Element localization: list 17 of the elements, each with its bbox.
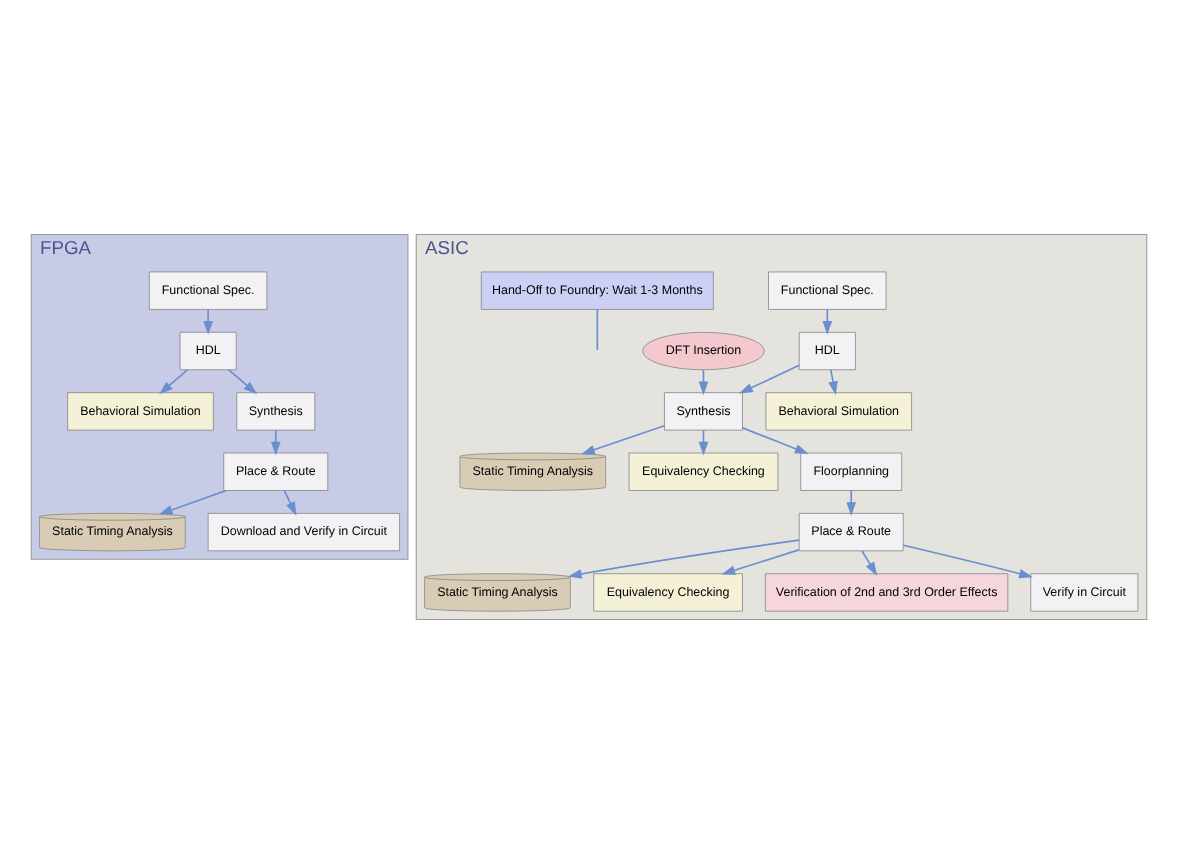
arrow (721, 549, 800, 575)
connector (596, 308, 599, 351)
arrow (159, 369, 189, 395)
arrow (203, 308, 213, 335)
arrow (861, 550, 878, 576)
arrow (581, 424, 666, 455)
arrow (227, 369, 258, 395)
arrow (739, 364, 801, 394)
arrow (270, 429, 281, 456)
arrow (283, 489, 297, 516)
arrow (822, 308, 833, 335)
arrow (828, 369, 838, 396)
arrow (158, 489, 227, 515)
arrow (846, 489, 857, 516)
arrow (741, 427, 809, 454)
arrow (568, 539, 800, 579)
arrow (902, 544, 1033, 579)
